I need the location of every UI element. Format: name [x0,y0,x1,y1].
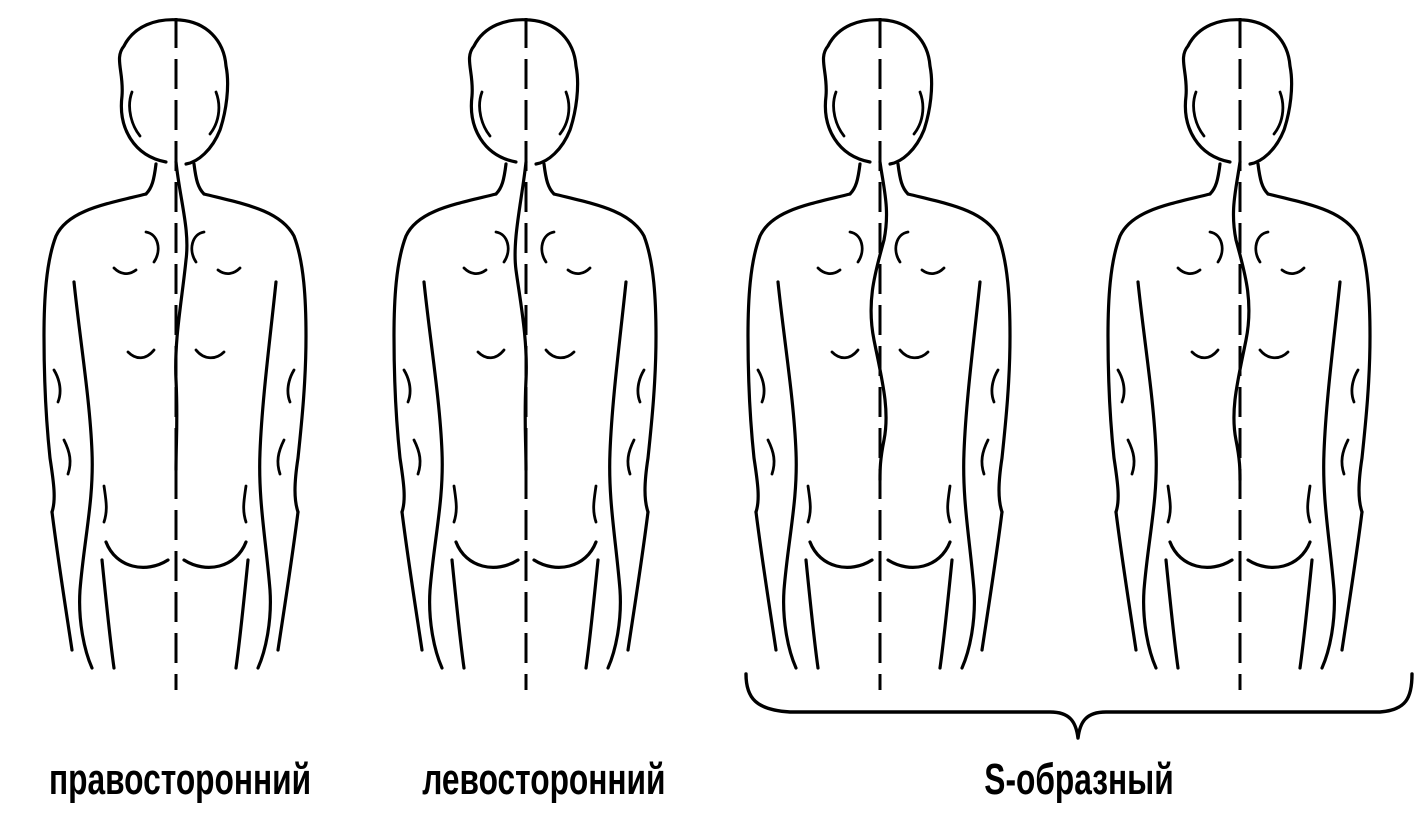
label-right-sided: правосторонний [49,752,301,808]
figure-left-sided [394,18,656,690]
label-left-sided: левосторонний [422,752,660,808]
figure-right-sided [44,18,306,690]
s-shaped-brace [746,674,1412,738]
figure-s-shaped-1 [748,18,1010,690]
figure-s-shaped-2 [1108,18,1370,690]
label-s-shaped: S-образный [982,752,1176,808]
